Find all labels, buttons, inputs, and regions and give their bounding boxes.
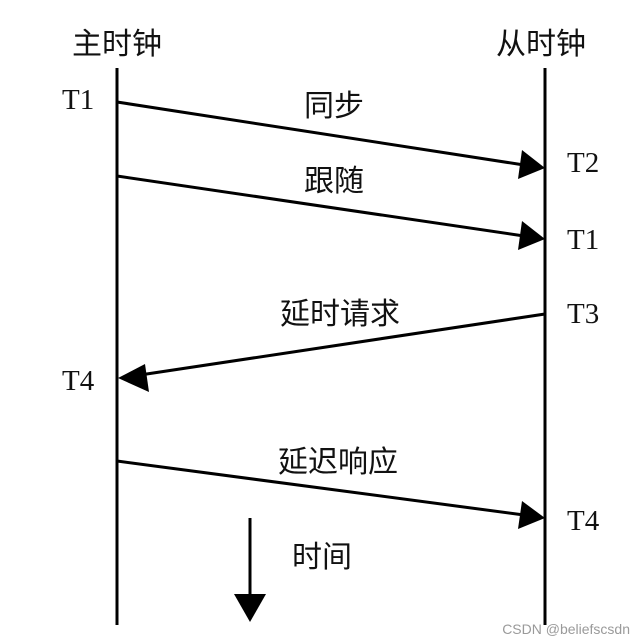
slave-t3-label: T3 (567, 298, 599, 330)
slave-t4-label: T4 (567, 505, 600, 537)
follow-up-message-label: 跟随 (304, 164, 364, 199)
slave-t1-label: T1 (567, 224, 599, 256)
delay-request-message-arrow (139, 312, 546, 377)
delay-request-message-label: 延时请求 (280, 297, 400, 332)
time-axis-arrowhead (234, 594, 266, 622)
delay-response-message-arrow (116, 459, 525, 517)
master-t1-label: T1 (62, 84, 94, 116)
master-t4-label: T4 (62, 365, 95, 397)
time-axis-label: 时间 (292, 540, 352, 575)
sync-message-arrow (116, 100, 525, 167)
master-clock-title: 主时钟 (72, 27, 162, 62)
sync-message-label: 同步 (304, 89, 364, 124)
follow-up-message-arrow (116, 174, 525, 238)
delay-response-arrowhead (518, 501, 545, 529)
follow-up-arrowhead (518, 221, 545, 250)
sync-arrowhead (518, 150, 545, 179)
delay-response-message-label: 延迟响应 (278, 445, 398, 480)
watermark-text: CSDN @beliefscsdn (502, 621, 630, 637)
slave-clock-title: 从时钟 (496, 27, 586, 62)
slave-t2-label: T2 (567, 147, 599, 179)
delay-request-arrowhead (118, 364, 149, 392)
